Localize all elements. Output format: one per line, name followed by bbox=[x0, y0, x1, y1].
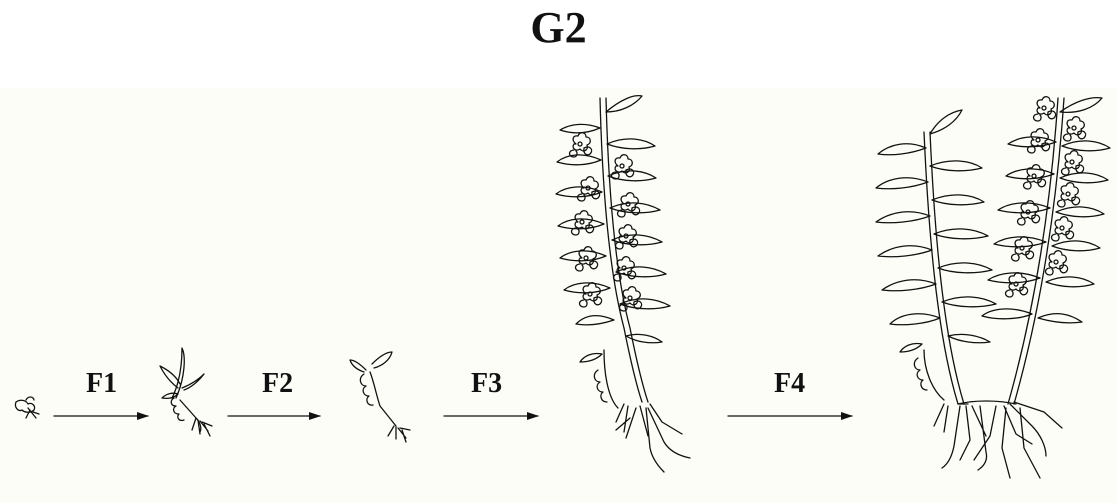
diagram-title: G2 bbox=[0, 2, 1117, 53]
transition-label: F3 bbox=[471, 368, 502, 399]
transition-label: F4 bbox=[774, 368, 805, 399]
growth-stage-diagram: F1 F2 F3 bbox=[0, 88, 1117, 503]
stage-1-protocorm bbox=[15, 397, 39, 418]
transition-f4: F4 bbox=[728, 368, 852, 416]
stage-2-seedling bbox=[160, 348, 212, 436]
transition-label: F1 bbox=[86, 368, 117, 399]
transition-f2: F2 bbox=[228, 368, 320, 416]
stage-3-plantlet bbox=[350, 352, 410, 442]
transition-label: F2 bbox=[262, 368, 293, 399]
transition-f3: F3 bbox=[444, 368, 538, 416]
stage-4-flowering-plant bbox=[556, 96, 690, 472]
stage-5-mature-clump bbox=[876, 97, 1110, 478]
transition-f1: F1 bbox=[54, 368, 148, 416]
diagram-canvas: F1 F2 F3 bbox=[0, 88, 1117, 503]
